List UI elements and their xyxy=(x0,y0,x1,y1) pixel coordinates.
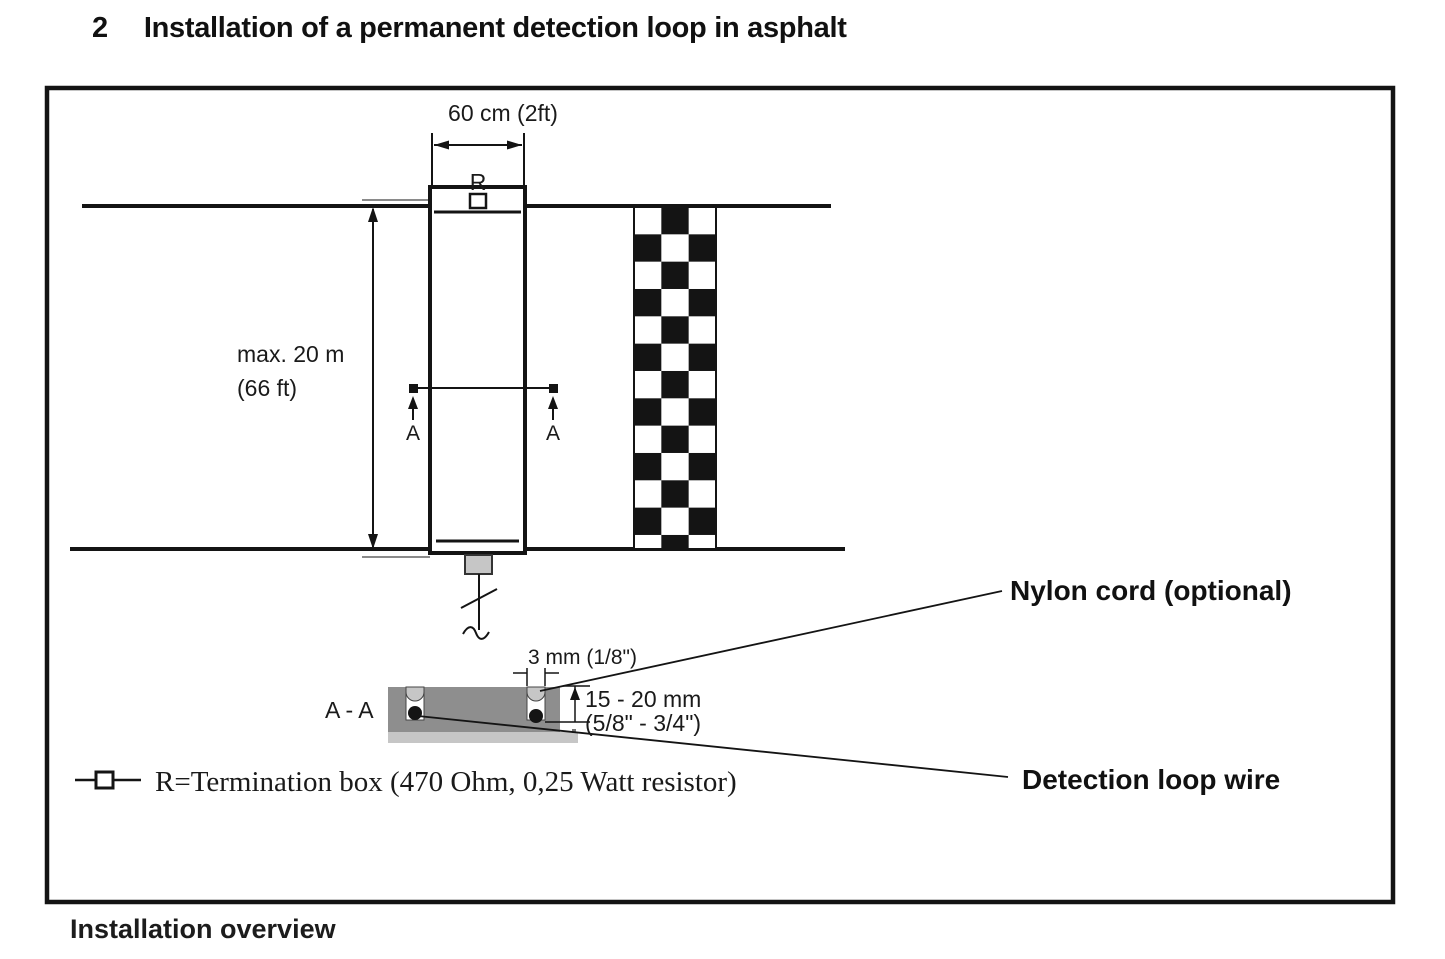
arrow-right-icon xyxy=(507,140,522,150)
feeder-connector-box xyxy=(464,554,493,575)
cross-section-view: A - A 3 mm (1/8") 15 - 20 mm (5/8" xyxy=(325,646,701,743)
section-node-right xyxy=(549,384,558,393)
termination-box-symbol xyxy=(94,770,115,790)
slot-depth-label-1: 15 - 20 mm xyxy=(585,686,701,712)
figure-frame xyxy=(44,85,1396,905)
legend: R=Termination box (470 Ohm, 0,25 Watt re… xyxy=(75,766,737,798)
width-dim-label: 60 cm (2ft) xyxy=(448,100,558,126)
asphalt-sublayer xyxy=(388,732,578,743)
arrow-left-icon xyxy=(434,140,449,150)
arrow-down-icon xyxy=(368,534,378,549)
section-title: Installation of a permanent detection lo… xyxy=(143,12,847,44)
slot-depth-arrow-head xyxy=(570,687,580,700)
nylon-cord-leader-line xyxy=(539,590,1003,692)
feeder-cable xyxy=(460,554,498,640)
slot-depth-label-2: (5/8" - 3/4") xyxy=(585,710,701,736)
length-dim-label-2: (66 ft) xyxy=(237,375,297,401)
section-heading: 2 Installation of a permanent detection … xyxy=(92,12,847,45)
section-arrow-right-label: A xyxy=(546,422,560,445)
length-dimension: max. 20 m (66 ft) xyxy=(237,199,430,558)
figure-caption: Installation overview xyxy=(70,914,336,944)
arrow-up-icon xyxy=(368,207,378,222)
slot-width-label: 3 mm (1/8") xyxy=(528,646,637,669)
loop-wire-callout: Detection loop wire xyxy=(1022,764,1280,795)
loop-wire-right-icon xyxy=(529,709,543,723)
section-arrow-right-head xyxy=(548,396,558,409)
slot-depth-mark xyxy=(572,729,576,733)
termination-box-icon xyxy=(468,192,488,210)
cross-section-label: A - A xyxy=(325,697,374,723)
section-cut-line: A A xyxy=(406,384,560,445)
loop-wire-left-icon xyxy=(408,706,422,720)
detection-loop-outline xyxy=(428,185,527,555)
crossing-checker-strip xyxy=(633,206,717,550)
section-arrow-left-head xyxy=(408,396,418,409)
length-dim-label-1: max. 20 m xyxy=(237,341,344,367)
width-dimension: 60 cm (2ft) xyxy=(431,100,558,186)
legend-text: R=Termination box (470 Ohm, 0,25 Watt re… xyxy=(155,766,737,798)
nylon-cord-left-icon xyxy=(405,686,425,702)
section-arrow-left-label: A xyxy=(406,422,420,445)
section-number: 2 xyxy=(92,12,108,44)
nylon-cord-right-icon xyxy=(526,686,546,702)
section-node-left xyxy=(409,384,418,393)
nylon-cord-callout: Nylon cord (optional) xyxy=(1010,575,1292,606)
loop-wire-leader-line xyxy=(417,715,1009,778)
feeder-break-slash xyxy=(460,588,498,609)
feeder-break-squiggle xyxy=(462,626,490,640)
termination-box-label: R xyxy=(470,169,487,195)
